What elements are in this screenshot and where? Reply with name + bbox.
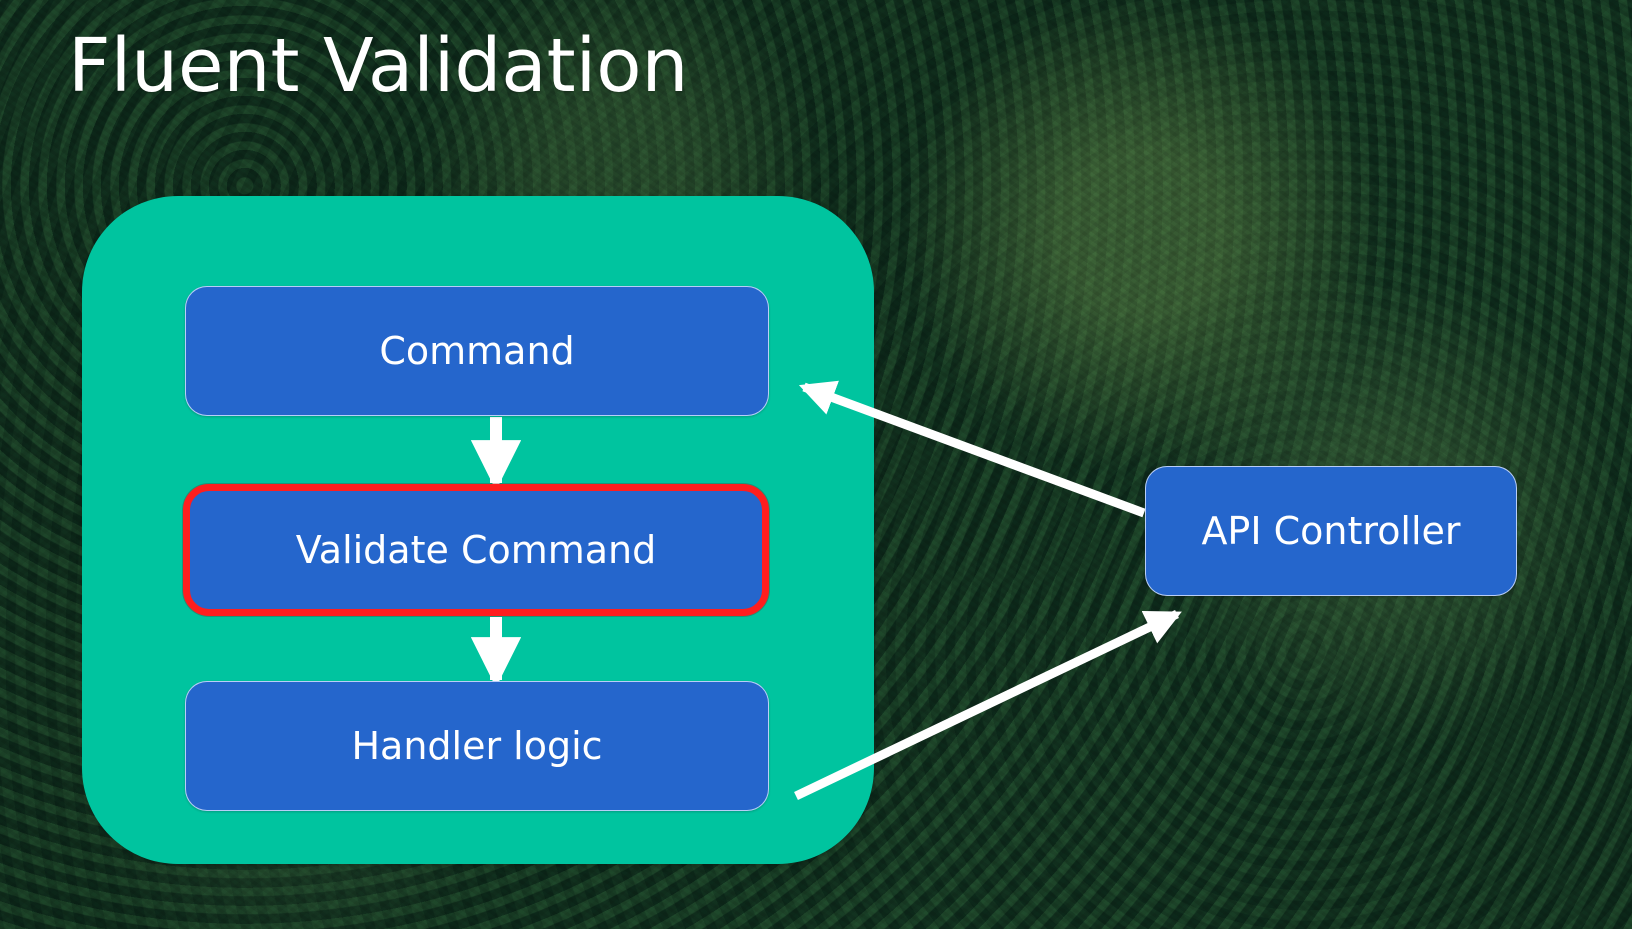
slide-title: Fluent Validation: [68, 23, 689, 109]
api-controller-box: API Controller: [1145, 466, 1517, 596]
handler-logic-box: Handler logic: [185, 681, 769, 811]
validate-command-box: Validate Command: [183, 484, 769, 616]
command-box: Command: [185, 286, 769, 416]
